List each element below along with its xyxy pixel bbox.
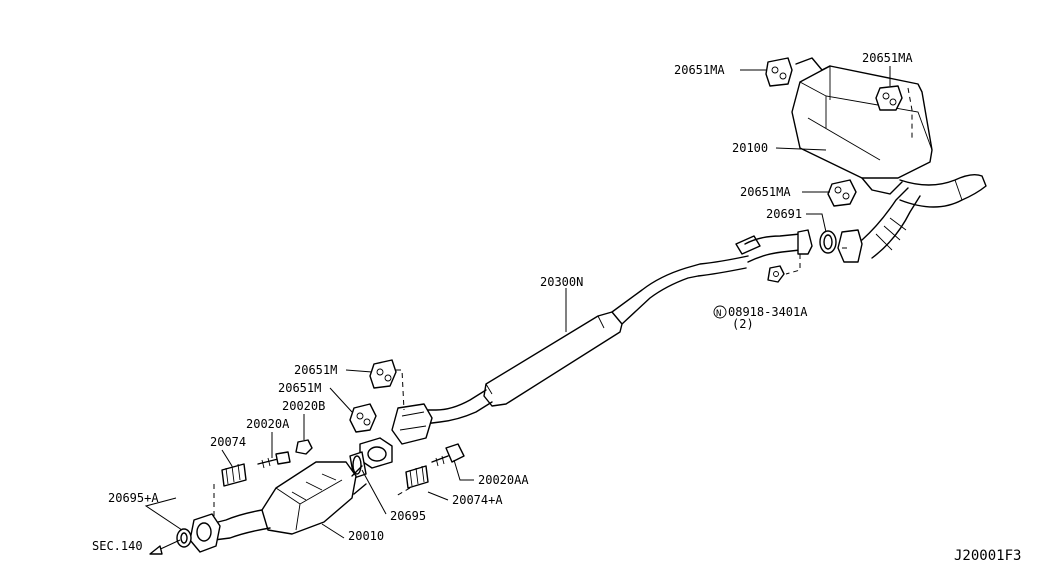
label-20651MA-top-left: 20651MA bbox=[674, 63, 725, 77]
nut-symbol-callout: N bbox=[713, 305, 727, 319]
label-20651MA-mid: 20651MA bbox=[740, 185, 791, 199]
label-20020A: 20020A bbox=[246, 417, 290, 431]
catalytic-converter-20010 bbox=[189, 461, 367, 553]
spring-20074 bbox=[221, 463, 247, 487]
spring-20074-A bbox=[405, 465, 429, 489]
leader-lines bbox=[144, 66, 913, 555]
label-20020B: 20020B bbox=[282, 399, 325, 413]
label-20651M-b: 20651M bbox=[278, 381, 321, 395]
bolt-20020AA bbox=[431, 443, 465, 467]
insulator-20651MA-mid bbox=[827, 179, 857, 207]
nut-08918-3401A bbox=[767, 265, 785, 283]
front-joint bbox=[349, 403, 433, 479]
label-20651M-a: 20651M bbox=[294, 363, 337, 377]
muffler-20100 bbox=[791, 57, 987, 208]
insulator-20651MA-top-left bbox=[765, 57, 793, 87]
stud-20020A bbox=[257, 451, 291, 469]
center-pipe-20300N bbox=[415, 229, 813, 425]
insulator-20651MA-top-right bbox=[875, 85, 903, 111]
nut-20020B bbox=[295, 439, 313, 455]
label-20074: 20074 bbox=[210, 435, 246, 449]
label-20651MA-top-right: 20651MA bbox=[862, 51, 913, 65]
label-20300N: 20300N bbox=[540, 275, 583, 289]
label-20695-A: 20695+A bbox=[108, 491, 159, 505]
label-20020AA: 20020AA bbox=[478, 473, 529, 487]
label-08918-qty: (2) bbox=[732, 317, 754, 331]
label-sec-140: SEC.140 bbox=[92, 539, 143, 553]
label-20010: 20010 bbox=[348, 529, 384, 543]
insulator-20651M-a bbox=[369, 359, 397, 389]
diagram-id: J20001F3 bbox=[954, 548, 1021, 564]
nut-symbol: N bbox=[716, 309, 721, 319]
rear-pipe bbox=[837, 187, 921, 263]
label-08918-3401A: 08918-3401A bbox=[728, 305, 808, 319]
insulator-20651M-b bbox=[349, 403, 377, 433]
label-20074-A: 20074+A bbox=[452, 493, 503, 507]
label-20100: 20100 bbox=[732, 141, 768, 155]
gasket-20695-A bbox=[176, 528, 192, 548]
label-20695: 20695 bbox=[390, 509, 426, 523]
label-20691: 20691 bbox=[766, 207, 802, 221]
gasket-20691 bbox=[819, 230, 837, 254]
